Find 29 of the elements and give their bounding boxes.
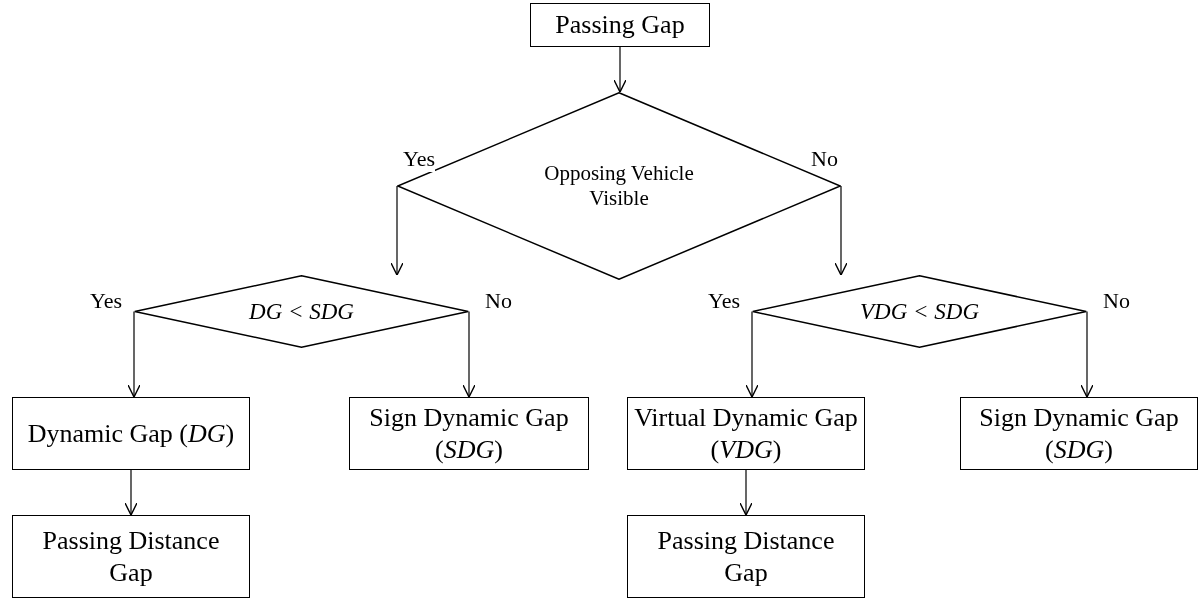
node-text: Dynamic Gap (DG) xyxy=(27,417,235,450)
arrow xyxy=(834,185,848,276)
process-box xyxy=(349,397,589,470)
node-text: Passing Distance Gap xyxy=(656,525,836,588)
process-box xyxy=(12,515,250,598)
node-text: Sign Dynamic Gap (SDG) xyxy=(978,402,1180,465)
node-text: Passing Gap xyxy=(555,9,685,41)
arrow xyxy=(462,310,476,398)
process-box xyxy=(12,397,250,470)
arrow xyxy=(127,310,141,398)
arrow xyxy=(745,310,759,398)
process-box xyxy=(627,515,865,598)
arrow xyxy=(1080,310,1094,398)
arrow xyxy=(124,469,138,516)
process-box xyxy=(960,397,1198,470)
arrow xyxy=(739,469,753,516)
node-text: Passing Distance Gap xyxy=(41,525,221,588)
decision-diamond xyxy=(134,275,469,348)
node-text: Sign Dynamic Gap (SDG) xyxy=(368,402,570,465)
node-text: Virtual Dynamic Gap (VDG) xyxy=(634,402,858,465)
process-box xyxy=(627,397,865,470)
process-box xyxy=(530,3,710,47)
arrow xyxy=(613,46,627,93)
node-text: DG < SDG xyxy=(249,297,354,326)
node-text: Opposing Vehicle Visible xyxy=(543,160,695,212)
decision-diamond xyxy=(752,275,1087,348)
arrow xyxy=(390,185,404,276)
node-text: VDG < SDG xyxy=(860,297,979,326)
decision-diamond xyxy=(397,92,841,280)
